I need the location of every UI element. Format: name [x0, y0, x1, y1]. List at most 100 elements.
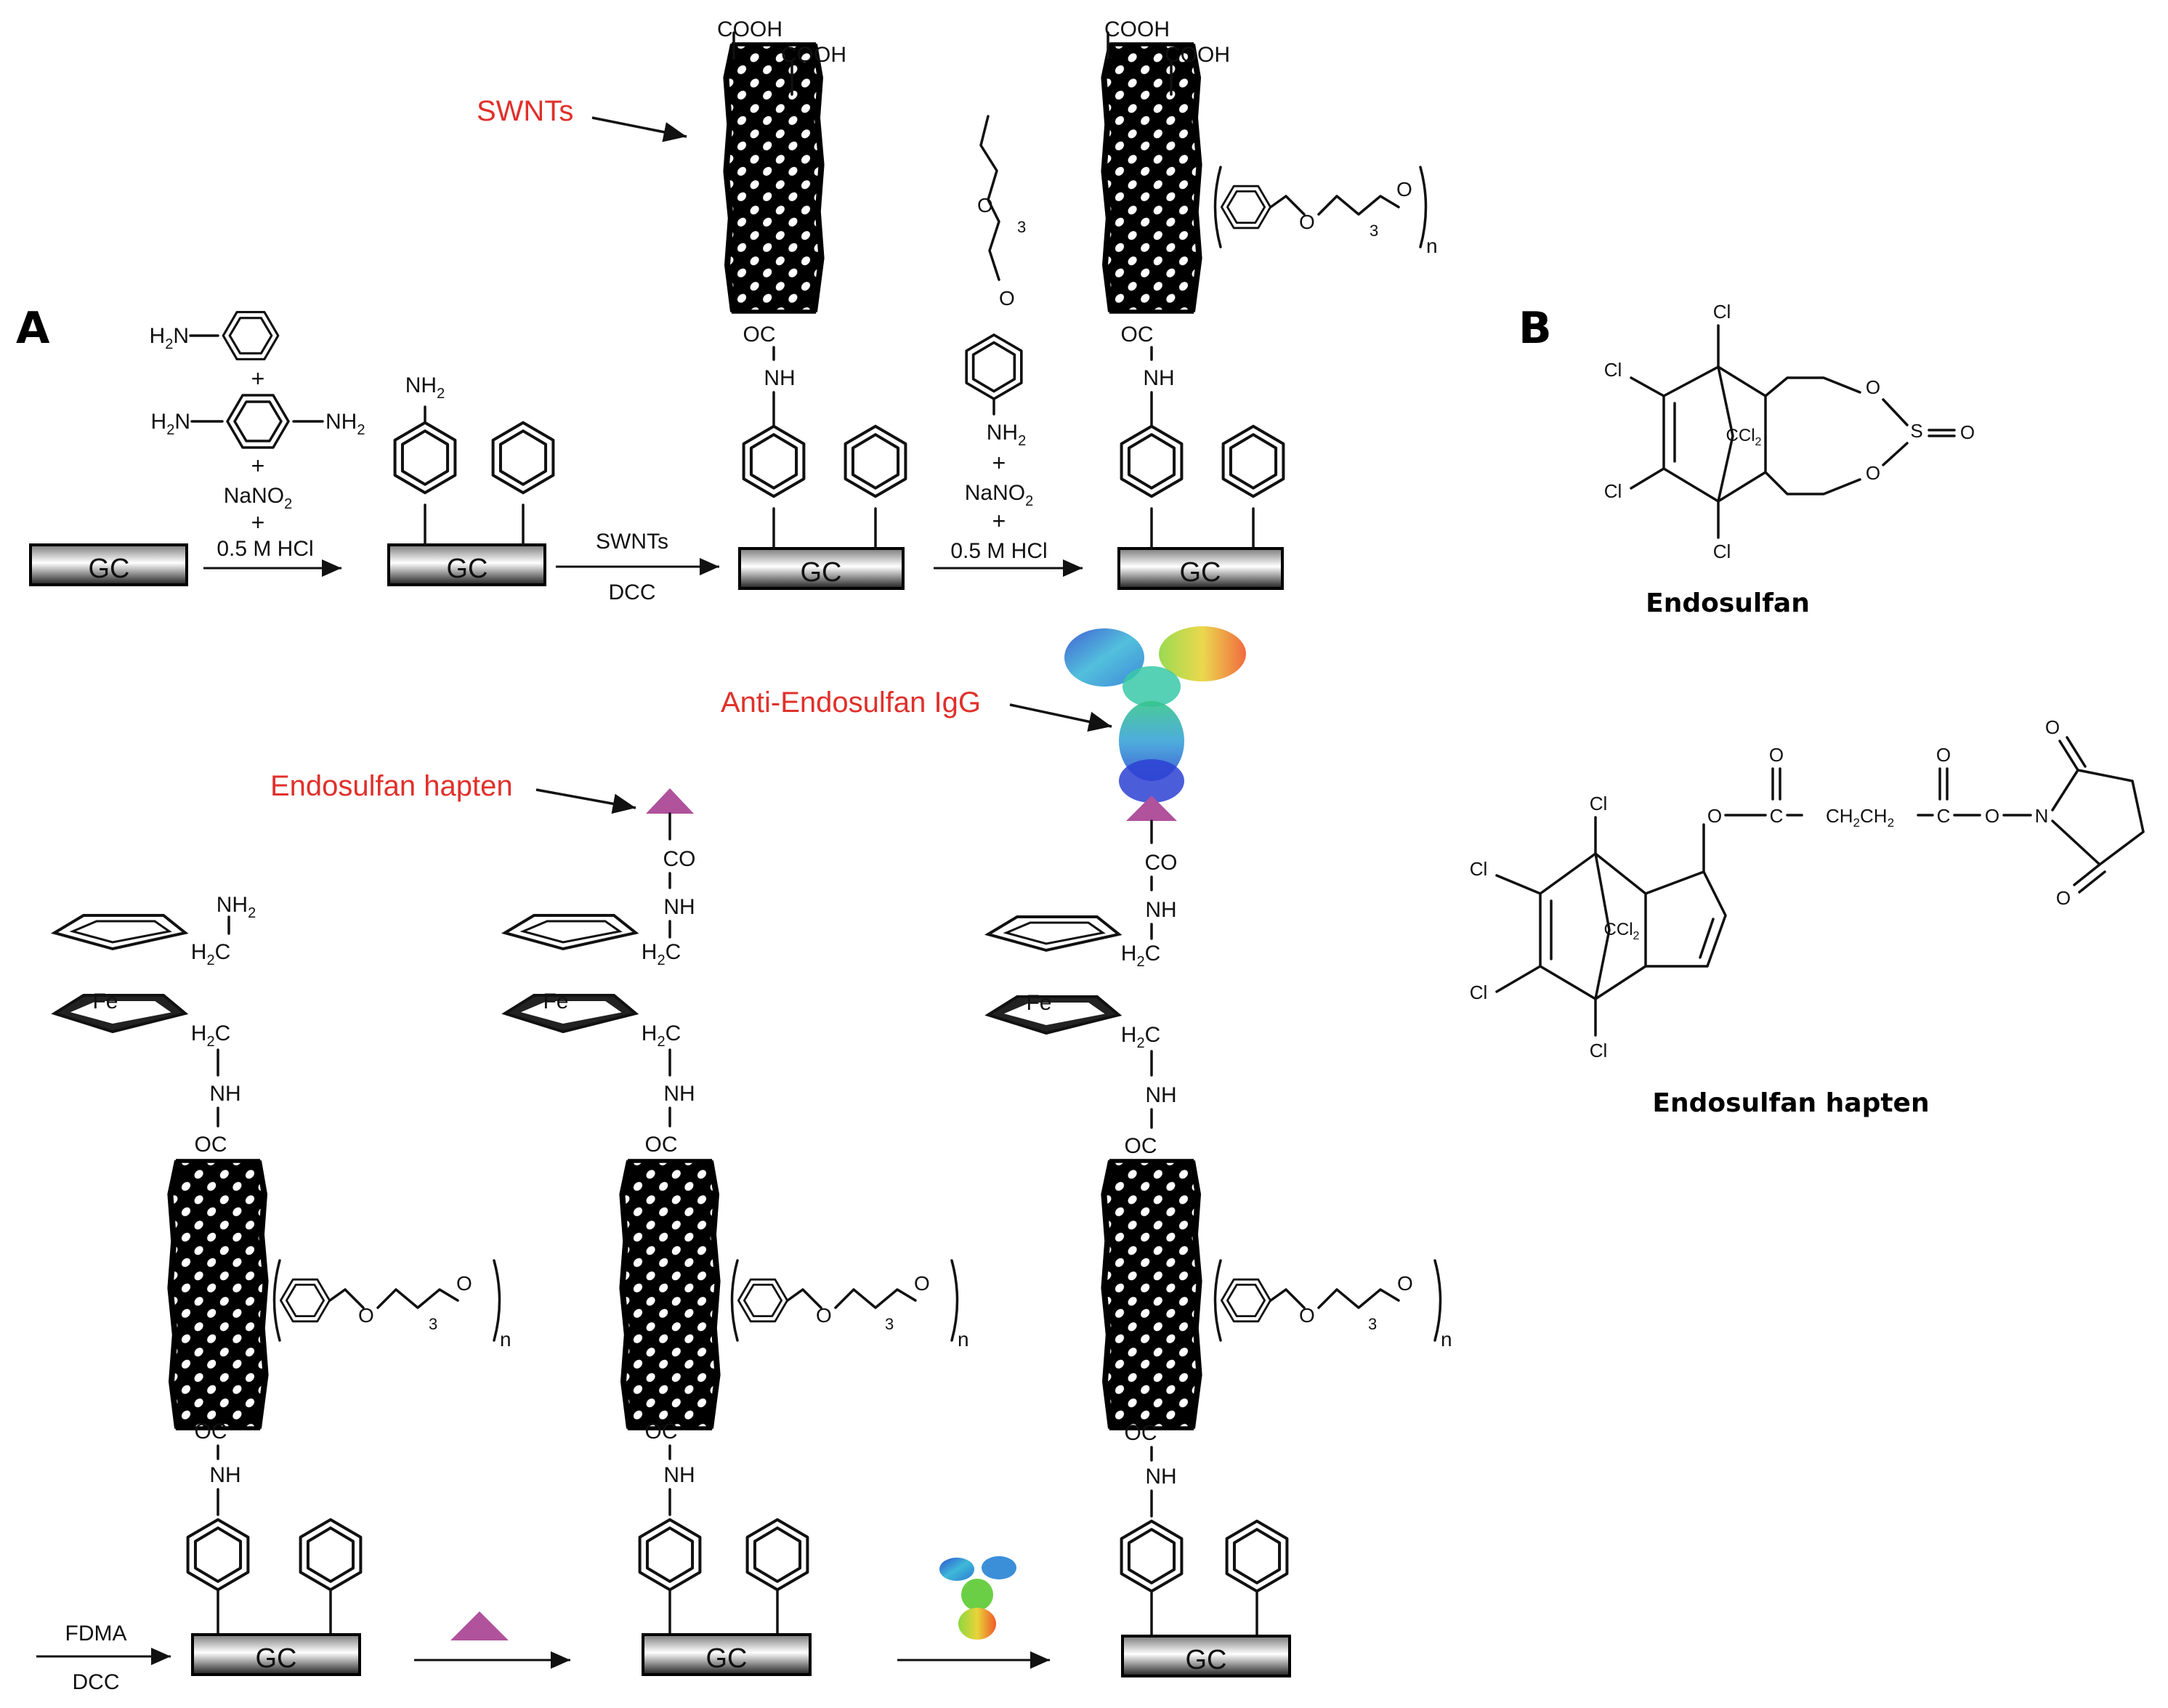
swnts-pointer	[591, 116, 687, 142]
bottom-assembly-3: CO NH H2C Fe H2C NH OC OC NH GC O 3 O n	[987, 796, 1452, 1677]
svg-text:H2N: H2N	[151, 410, 190, 438]
ferrocene-icon	[987, 915, 1120, 1035]
svg-text:OC: OC	[1121, 323, 1154, 347]
svg-text:Cl: Cl	[1590, 793, 1608, 814]
svg-text:S: S	[1910, 420, 1922, 442]
svg-text:Cl: Cl	[1470, 982, 1488, 1003]
svg-text:Cl: Cl	[1713, 301, 1731, 323]
svg-text:O: O	[1866, 462, 1880, 484]
svg-text:OC: OC	[195, 1133, 227, 1157]
svg-text:COOH: COOH	[781, 43, 846, 67]
svg-text:H2N: H2N	[150, 324, 189, 352]
hcl-reagent-1: 0.5 M HCl	[217, 537, 313, 561]
svg-text:NH: NH	[1145, 1465, 1176, 1489]
svg-text:O: O	[2045, 716, 2060, 738]
svg-text:O: O	[1397, 1272, 1413, 1295]
svg-text:n: n	[958, 1328, 969, 1351]
svg-text:O: O	[816, 1304, 832, 1327]
plus-sign-5: +	[992, 508, 1006, 534]
hapten-triangle-icon	[1126, 796, 1177, 821]
dcc-reagent-1: DCC	[609, 580, 656, 604]
svg-text:3: 3	[429, 1315, 437, 1333]
svg-text:O: O	[1866, 376, 1880, 398]
svg-text:3: 3	[1017, 218, 1026, 236]
endosulfan-caption: Endosulfan	[1646, 588, 1810, 618]
hapten-triangle-icon	[646, 788, 694, 814]
svg-text:n: n	[1441, 1328, 1452, 1351]
fdma-reagent: FDMA	[65, 1622, 127, 1646]
swnt-1: COOH COOH	[717, 17, 846, 312]
gc-electrode-4: GC NH OC	[1117, 323, 1283, 590]
svg-text:Cl: Cl	[1470, 858, 1488, 880]
swnt-5	[1104, 1161, 1199, 1428]
svg-text:NH: NH	[209, 1082, 240, 1106]
swnt-3	[170, 1161, 265, 1428]
svg-text:H2C: H2C	[191, 1021, 230, 1050]
svg-text:N: N	[2035, 805, 2049, 827]
ferrocene-icon	[53, 914, 187, 1033]
nano2-reagent-2: NaNO2	[965, 481, 1033, 509]
svg-text:Cl: Cl	[1590, 1040, 1608, 1061]
swnt-4	[622, 1161, 717, 1428]
peg-chain-1: O 3 O n	[1213, 166, 1438, 257]
svg-text:O: O	[1396, 178, 1412, 201]
svg-text:H2C: H2C	[191, 940, 230, 968]
svg-text:O: O	[999, 287, 1015, 309]
svg-text:CCl2: CCl2	[1726, 426, 1762, 448]
gc-electrode-3: GC NH OC	[738, 323, 905, 590]
svg-text:O: O	[1299, 1304, 1315, 1327]
panel-label-a: A	[16, 303, 50, 354]
svg-text:NH: NH	[764, 366, 795, 390]
swnts-label: SWNTs	[477, 95, 573, 127]
peg-aniline-reagent: O O 3 NH2	[965, 115, 1026, 449]
svg-text:O: O	[358, 1304, 374, 1327]
svg-text:OC: OC	[743, 323, 776, 347]
svg-text:Fe: Fe	[92, 989, 118, 1013]
svg-text:NH: NH	[209, 1463, 240, 1487]
panel-label-b: B	[1518, 303, 1552, 354]
svg-text:GC: GC	[256, 1643, 297, 1674]
svg-text:3: 3	[1370, 222, 1378, 240]
svg-text:C: C	[1770, 805, 1784, 827]
dcc-reagent-2: DCC	[73, 1670, 120, 1694]
svg-text:GC: GC	[706, 1643, 748, 1674]
svg-text:GC: GC	[1186, 1645, 1227, 1675]
swnts-reagent: SWNTs	[596, 530, 668, 554]
svg-text:OC: OC	[195, 1420, 227, 1444]
svg-text:O: O	[2056, 887, 2071, 909]
ferrocene-icon	[503, 914, 637, 1033]
svg-text:Fe: Fe	[543, 989, 568, 1013]
svg-text:OC: OC	[645, 1133, 678, 1157]
svg-text:O: O	[1299, 211, 1315, 233]
aniline-reagent: H2N	[150, 311, 280, 360]
svg-text:COOH: COOH	[717, 17, 782, 41]
svg-text:NH: NH	[1143, 366, 1174, 390]
svg-text:NH: NH	[663, 895, 695, 919]
nano2-reagent: NaNO2	[224, 484, 292, 512]
bottom-assembly-1: NH2 H2C Fe H2C NH OC OC NH GC O 3 O n	[53, 893, 511, 1676]
svg-text:O: O	[977, 194, 993, 216]
svg-text:Cl: Cl	[1604, 359, 1622, 381]
gc-electrode-1: GC	[29, 543, 188, 586]
svg-text:n: n	[500, 1328, 511, 1351]
small-antibody-icon	[939, 1556, 1016, 1640]
plus-sign-1: +	[251, 365, 265, 392]
svg-text:C: C	[1937, 805, 1951, 827]
svg-text:GC: GC	[1180, 557, 1221, 588]
svg-text:CCl2: CCl2	[1604, 920, 1640, 942]
plus-sign-2: +	[251, 453, 265, 479]
antibody-icon	[1064, 626, 1246, 803]
svg-text:NH: NH	[663, 1082, 695, 1106]
endosulfan-structure: Cl Cl Cl CCl2 Cl O S O O	[1604, 301, 1975, 562]
svg-text:NH: NH	[1145, 898, 1176, 922]
anti-endosulfan-igg-label: Anti-Endosulfan IgG	[721, 687, 981, 719]
svg-text:OC: OC	[645, 1420, 678, 1444]
svg-text:NH2: NH2	[217, 893, 256, 921]
svg-text:Cl: Cl	[1604, 480, 1622, 502]
phenylenediamine-reagent: H2N NH2	[151, 394, 365, 449]
svg-text:Fe: Fe	[1026, 991, 1051, 1015]
svg-text:COOH: COOH	[1104, 17, 1170, 41]
svg-text:O: O	[1960, 421, 1975, 443]
svg-text:CH2CH2: CH2CH2	[1826, 805, 1894, 830]
svg-text:n: n	[1426, 235, 1438, 257]
